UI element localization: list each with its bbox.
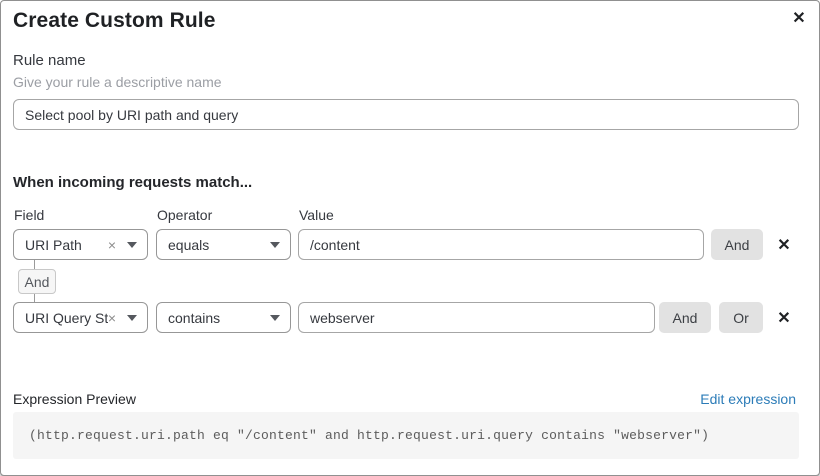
operator-select-row2-value: contains — [168, 309, 221, 326]
field-select-row2-value: URI Query St... — [25, 309, 108, 326]
expression-preview-label: Expression Preview — [13, 391, 136, 407]
value-input-row2[interactable] — [298, 302, 655, 333]
edit-expression-link[interactable]: Edit expression — [700, 391, 796, 407]
and-button-row2[interactable]: And — [659, 302, 711, 333]
or-button-row2[interactable]: Or — [719, 302, 763, 333]
expression-code: (http.request.uri.path eq "/content" and… — [29, 428, 710, 443]
connector-line — [34, 260, 35, 269]
delete-row1-icon[interactable]: ✕ — [777, 236, 791, 254]
rule-name-helper: Give your rule a descriptive name — [13, 74, 222, 90]
clear-selection-icon[interactable]: × — [107, 236, 116, 253]
column-label-field: Field — [14, 207, 45, 223]
chevron-down-icon — [270, 314, 280, 321]
operator-select-row1[interactable]: equals — [156, 229, 291, 260]
connector-and-badge: And — [18, 269, 56, 294]
chevron-down-icon — [127, 241, 137, 248]
operator-select-row2[interactable]: contains — [156, 302, 291, 333]
rule-name-input[interactable] — [13, 99, 799, 130]
column-label-operator: Operator — [157, 207, 213, 223]
operator-select-row1-value: equals — [168, 236, 210, 253]
chevron-down-icon — [127, 314, 137, 321]
dialog-title: Create Custom Rule — [13, 9, 216, 32]
match-section-heading: When incoming requests match... — [13, 174, 253, 191]
connector-line — [34, 294, 35, 302]
value-input-row1[interactable] — [298, 229, 704, 260]
delete-row2-icon[interactable]: ✕ — [777, 309, 791, 327]
field-select-row1-value: URI Path — [25, 236, 82, 253]
close-icon[interactable]: ✕ — [792, 10, 806, 27]
chevron-down-icon — [270, 241, 280, 248]
column-label-value: Value — [299, 207, 334, 223]
clear-selection-icon[interactable]: × — [107, 309, 116, 326]
field-select-row1[interactable]: URI Path × — [13, 229, 148, 260]
and-button-row1[interactable]: And — [711, 229, 763, 260]
expression-code-block: (http.request.uri.path eq "/content" and… — [13, 412, 799, 459]
field-select-row2[interactable]: URI Query St... × — [13, 302, 148, 333]
rule-name-label: Rule name — [13, 52, 86, 69]
